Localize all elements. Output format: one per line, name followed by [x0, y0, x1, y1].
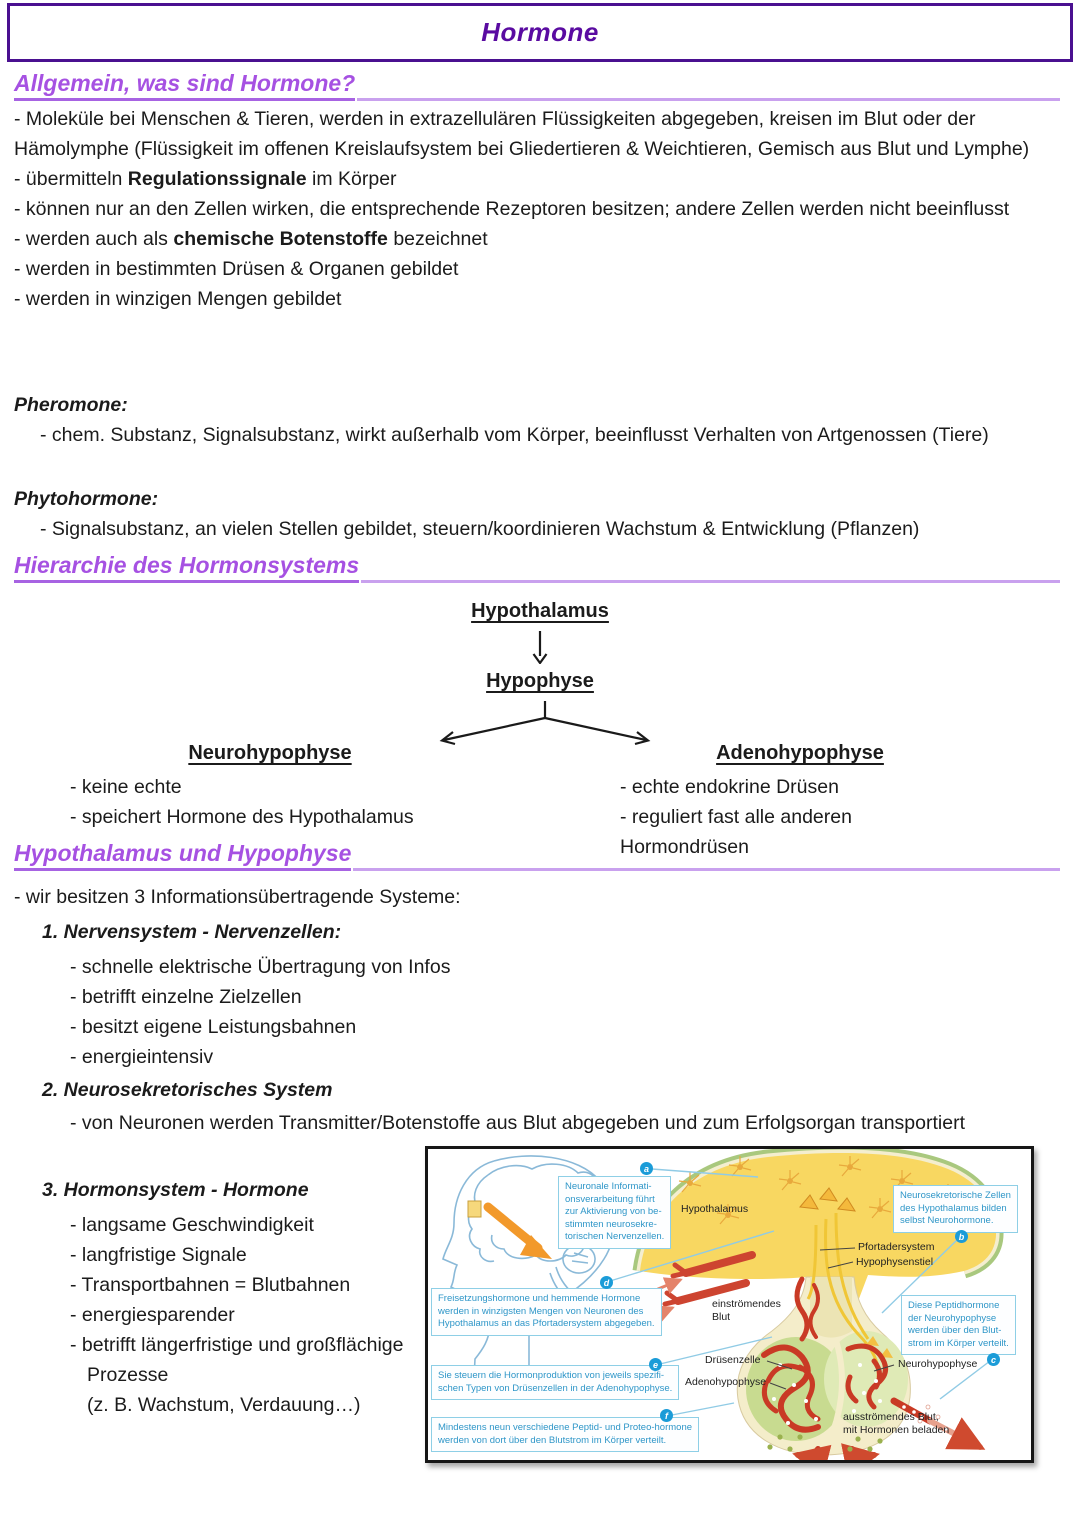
item-text: im Körper: [306, 168, 397, 190]
allgemein-list: - Moleküle bei Menschen & Tieren, werden…: [14, 104, 1066, 314]
label-adenohypophyse: Adenohypophyse: [685, 1376, 767, 1388]
title-box: Hormone: [7, 3, 1073, 62]
systems-intro: - wir besitzen 3 Informationsübertragend…: [14, 886, 461, 908]
badge-e: e: [649, 1358, 662, 1371]
section-heading-hypothalamus-hypophyse: Hypothalamus und Hypophyse: [14, 840, 1060, 871]
branch-title: Adenohypophyse: [716, 742, 884, 764]
neuro-lobe-cells: [866, 1336, 893, 1358]
system-item: - energieintensiv: [70, 1046, 214, 1068]
hypothalamus-highlight-box: [467, 1200, 482, 1218]
item-bold: Regulationssignale: [127, 168, 307, 190]
system-3: 3. Hormonsystem - Hormone - langsame Ges…: [42, 1176, 442, 1420]
pituitary-illustration: [442, 1149, 1004, 1460]
system-item: - betrifft einzelne Zielzellen: [70, 986, 302, 1008]
branch-title: Neurohypophyse: [188, 742, 352, 764]
system-item: - von Neuronen werden Transmitter/Botens…: [70, 1112, 965, 1134]
system-title: 1. Nervensystem - Nervenzellen:: [42, 921, 342, 943]
page-title: Hormone: [481, 17, 599, 47]
system-item: - langfristige Signale: [70, 1244, 247, 1266]
list-item: - Moleküle bei Menschen & Tieren, werden…: [14, 104, 1066, 164]
branch-item: - speichert Hormone des Hypothalamus: [70, 806, 414, 828]
item-text: - werden auch als: [14, 228, 174, 250]
branch-adenohypophyse: Adenohypophyse - echte endokrine Drüsen …: [620, 742, 980, 862]
branch-item: - reguliert fast alle anderen Hormondrüs…: [620, 806, 852, 858]
label-druesenzelle: Drüsenzelle: [705, 1354, 761, 1366]
section-heading-hierarchie: Hierarchie des Hormonsystems: [14, 552, 1060, 583]
system-item: - langsame Geschwindigkeit: [70, 1214, 314, 1236]
neurosecretory-cells: [799, 1187, 856, 1212]
label-ausstroemendes-blut: ausströmendes Blut, mit Hormonen beladen: [843, 1411, 950, 1436]
system-title: 2. Neurosekretorisches System: [42, 1079, 333, 1101]
label-hypothalamus: Hypothalamus: [681, 1203, 749, 1215]
heading-rule: [357, 98, 1060, 101]
label-hypophysenstiel: Hypophysenstiel: [856, 1256, 934, 1268]
badge-f: f: [660, 1409, 673, 1422]
section-heading-allgemein: Allgemein, was sind Hormone?: [14, 70, 1060, 101]
branch-item: - echte endokrine Drüsen: [620, 776, 839, 798]
item-text: bezeichnet: [387, 228, 488, 250]
hormone-hierarchy-diagram: Hypothalamus Hypophyse Neurohypophyse - …: [0, 592, 1080, 858]
item-text: - werden in bestimmten Drüsen & Organen …: [14, 258, 459, 280]
hormone-dots: [767, 1363, 949, 1452]
system-item: - Transportbahnen = Blutbahnen: [70, 1274, 351, 1296]
system-items: - von Neuronen werden Transmitter/Botens…: [70, 1108, 970, 1138]
blood-vessels: [648, 1251, 986, 1460]
system-item: - schnelle elektrische Übertragung von I…: [70, 956, 451, 978]
pituitary-figure: Neuronale Informati- onsverarbeitung füh…: [425, 1146, 1034, 1463]
label-einstroemendes-blut: einströmendes Blut: [712, 1298, 781, 1323]
system-item: - betrifft längerfristige und großflächi…: [70, 1334, 404, 1386]
heading-text: Hypothalamus und Hypophyse: [14, 840, 352, 871]
item-text: - übermitteln: [14, 168, 128, 190]
system-1: 1. Nervensystem - Nervenzellen: - schnel…: [42, 918, 1042, 1072]
system-items: - schnelle elektrische Übertragung von I…: [70, 952, 1042, 1072]
badge-d: d: [600, 1276, 613, 1289]
branch-neurohypophyse: Neurohypophyse - keine echte - speichert…: [70, 742, 470, 832]
system-title: 3. Hormonsystem - Hormone: [42, 1179, 309, 1201]
branch-arrows-icon: [439, 701, 651, 746]
callout-connectors: [609, 1168, 991, 1416]
pheromone-item: - chem. Substanz, Signalsubstanz, wirkt …: [40, 424, 989, 446]
arrow-down-icon: [532, 631, 548, 664]
system-items: - langsame Geschwindigkeit - langfristig…: [70, 1210, 426, 1420]
label-pfortadersystem: Pfortadersystem: [858, 1241, 935, 1253]
badge-a: a: [640, 1162, 653, 1175]
item-text: - können nur an den Zellen wirken, die e…: [14, 198, 1010, 220]
node-hypothalamus: Hypothalamus: [0, 600, 1080, 623]
callout-b: Neurosekretorische Zellen des Hypothalam…: [893, 1185, 1018, 1233]
badge-b: b: [955, 1230, 968, 1243]
node-label: Hypothalamus: [471, 600, 609, 622]
list-item: - werden in bestimmten Drüsen & Organen …: [14, 254, 1066, 284]
callout-c: Diese Peptidhormone der Neurohypophyse w…: [901, 1295, 1016, 1356]
system-item-note: (z. B. Wachstum, Verdauung…): [87, 1394, 361, 1416]
list-item: - übermitteln Regulationssignale im Körp…: [14, 164, 1066, 194]
system-item: - besitzt eigene Leistungsbahnen: [70, 1016, 357, 1038]
label-leader-lines: [766, 1247, 895, 1390]
item-text: - werden in winzigen Mengen gebildet: [14, 288, 342, 310]
node-label: Hypophyse: [486, 670, 594, 692]
label-neurohypophyse: Neurohypophyse: [898, 1358, 978, 1370]
heading-text: Hierarchie des Hormonsystems: [14, 552, 360, 583]
system-2: 2. Neurosekretorisches System - von Neur…: [42, 1076, 1042, 1138]
phytohormone-label: Phytohormone:: [14, 488, 159, 510]
callout-e: Sie steuern die Hormonproduktion von jew…: [431, 1365, 680, 1401]
branch-item: - keine echte: [70, 776, 182, 798]
list-item: - werden auch als chemische Botenstoffe …: [14, 224, 1066, 254]
heading-rule: [361, 580, 1060, 583]
node-hypophyse: Hypophyse: [0, 670, 1080, 693]
phytohormone-item: - Signalsubstanz, an vielen Stellen gebi…: [40, 518, 920, 540]
list-item: - können nur an den Zellen wirken, die e…: [14, 194, 1066, 224]
item-text: - Moleküle bei Menschen & Tieren, werden…: [14, 108, 1030, 160]
badge-c: c: [987, 1353, 1000, 1366]
callout-f: Mindestens neun verschiedene Peptid- und…: [431, 1417, 700, 1453]
pheromone-label: Pheromone:: [14, 394, 128, 416]
heading-rule: [353, 868, 1060, 871]
item-bold: chemische Botenstoffe: [173, 228, 388, 250]
heading-text: Allgemein, was sind Hormone?: [14, 70, 356, 101]
zoom-arrow-icon: [483, 1202, 552, 1259]
system-item: - energiesparender: [70, 1304, 235, 1326]
list-item: - werden in winzigen Mengen gebildet: [14, 284, 1066, 314]
callout-d: Freisetzungshormone und hemmende Hormone…: [431, 1288, 662, 1336]
callout-a: Neuronale Informati- onsverarbeitung füh…: [558, 1176, 672, 1249]
